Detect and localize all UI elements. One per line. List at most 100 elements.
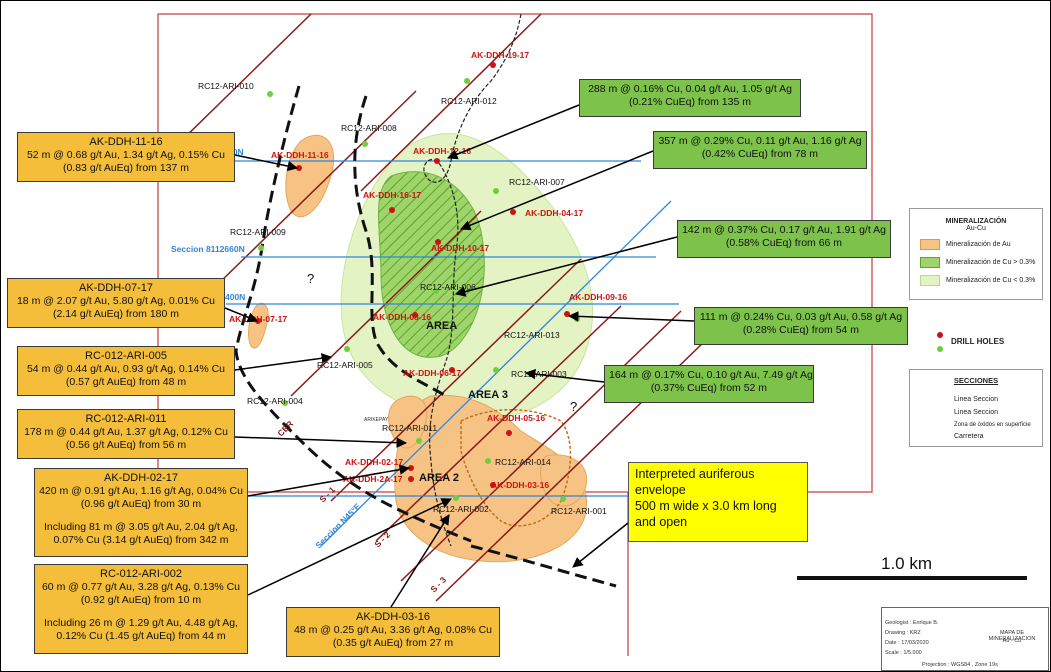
- callout-line: (0.96 g/t AuEq) from 30 m: [80, 498, 202, 510]
- callout-line: 288 m @ 0.16% Cu, 0.04 g/t Au, 1.05 g/t …: [588, 83, 792, 95]
- callout-cu-164m: 164 m @ 0.17% Cu, 0.10 g/t Au, 7.49 g/t …: [604, 365, 814, 403]
- callout-title: RC-012-ARI-011: [85, 413, 167, 425]
- legend-drillholes: DRILL HOLES: [923, 328, 1031, 362]
- interpretation-line: 500 m wide x 3.0 km long: [635, 499, 777, 513]
- label-area-3: AREA 3: [468, 389, 508, 401]
- callout-ddh-11-16: AK-DDH-11-16 52 m @ 0.68 g/t Au, 1.34 g/…: [17, 132, 235, 182]
- green-drillhole-marker-2: [267, 91, 273, 97]
- legend-section-item: Linea Seccion: [954, 409, 998, 416]
- label-ddh-16-17: AK-DDH-16-17: [363, 190, 421, 200]
- legend-item-label: Mineralización de Au: [946, 241, 1011, 248]
- road-south: [470, 544, 617, 588]
- label-rc-010: RC12-ARI-010: [198, 81, 254, 91]
- callout-rc-005: RC-012-ARI-005 54 m @ 0.44 g/t Au, 0.93 …: [17, 346, 235, 396]
- callout-title: RC-012-ARI-005: [85, 350, 167, 362]
- legend-title: MINERALIZACIÓN: [945, 218, 1007, 225]
- legend-section-item: Carretera: [954, 433, 984, 440]
- label-ddh-08-16: AK-DDH-08-16: [373, 312, 431, 322]
- green-drillhole-marker-13: [453, 495, 459, 501]
- callout-line: 54 m @ 0.44 g/t Au, 0.93 g/t Ag, 0.14% C…: [26, 363, 226, 375]
- label-rc-007: RC12-ARI-007: [509, 177, 565, 187]
- red-drillhole-marker-6: [435, 239, 441, 245]
- legend-item-cu-high: Mineralización de Cu > 0.3%: [920, 257, 1042, 268]
- label-ddh-19-17: AK-DDH-19-17: [471, 50, 529, 60]
- legend-section-item: Zona de óxidos en superficie: [954, 422, 1031, 428]
- legend-green-dot: [937, 346, 943, 352]
- callout-line: 48 m @ 0.25 g/t Au, 3.36 g/t Ag, 0.08% C…: [293, 624, 493, 636]
- callout-line: (0.21% CuEq) from 135 m: [629, 96, 751, 108]
- road-west: [234, 85, 472, 543]
- callout-line: 357 m @ 0.29% Cu, 0.11 g/t Au, 1.16 g/t …: [658, 135, 862, 147]
- green-drillhole-marker-11: [416, 438, 422, 444]
- label-rc-002: RC12-ARI-002: [433, 504, 489, 514]
- label-ddh-02-17: AK-DDH-02-17: [345, 457, 403, 467]
- label-rc-012: RC12-ARI-012: [441, 96, 497, 106]
- label-rc-009: RC12-ARI-009: [230, 227, 286, 237]
- label-ddh-03-16: AK-DDH-03-16: [491, 480, 549, 490]
- interpretation-line: Interpreted auriferous: [635, 467, 755, 481]
- label-rc-013: RC12-ARI-013: [504, 330, 560, 340]
- au-zone-east: [540, 454, 588, 507]
- label-section-s1: S - 1: [317, 484, 337, 504]
- red-drillhole-marker-4: [389, 207, 395, 213]
- legend-item-au: Mineralización de Au: [920, 239, 1042, 250]
- label-ddh-06-17: AK-DDH-06-17: [403, 368, 461, 378]
- label-section-8112660n: Seccion 8112660N: [171, 244, 245, 254]
- label-arikepay: ARIKEPAY: [364, 417, 389, 423]
- callout-ddh-02-17: AK-DDH-02-17 420 m @ 0.91 g/t Au, 1.16 g…: [34, 468, 248, 557]
- label-area-2: AREA 2: [419, 472, 459, 484]
- callout-ddh-07-17: AK-DDH-07-17 18 m @ 2.07 g/t Au, 5.80 g/…: [7, 278, 225, 328]
- callout-line: 18 m @ 2.07 g/t Au, 5.80 g/t Ag, 0.01% C…: [16, 295, 216, 307]
- title-block: Geologist : Enrique B. Drawing : KRZ Dat…: [881, 607, 1049, 671]
- callout-gap: [39, 607, 243, 617]
- callout-line: Including 26 m @ 1.29 g/t Au, 4.48 g/t A…: [44, 617, 238, 629]
- tb-scale: Scale : 1/5.000: [885, 650, 922, 656]
- swatch-cu-low: [920, 275, 940, 286]
- callout-title: AK-DDH-07-17: [79, 282, 153, 294]
- callout-gap: [39, 511, 243, 521]
- interpretation-line: envelope: [635, 483, 686, 497]
- red-drillhole-marker-10: [449, 367, 455, 373]
- label-area: AREA: [426, 320, 457, 332]
- swatch-au: [920, 239, 940, 250]
- callout-line: (2.14 g/t AuEq) from 180 m: [52, 308, 180, 320]
- legend-subtitle: Au-Cu: [966, 225, 986, 232]
- label-ddh-2a-17: AK-DDH-2A-17: [343, 474, 403, 484]
- callout-line: (0.56 g/t AuEq) from 56 m: [65, 439, 187, 451]
- callout-line: (0.28% CuEq) from 54 m: [742, 324, 860, 336]
- legend-sections: SECCIONES Linea Seccion Linea Seccion Zo…: [909, 369, 1043, 447]
- au-zone-ddh1116: [285, 134, 335, 218]
- label-rc-011: RC12-ARI-011: [382, 423, 437, 433]
- label-rc-008: RC12-ARI-008: [341, 123, 397, 133]
- green-drillhole-marker-9: [493, 367, 499, 373]
- callout-rc-011: RC-012-ARI-011 178 m @ 0.44 g/t Au, 1.37…: [17, 409, 235, 459]
- green-drillhole-marker-5: [258, 245, 264, 251]
- green-drillhole-marker-1: [464, 78, 470, 84]
- tb-geologist: Geologist : Enrique B.: [885, 620, 939, 626]
- tb-title: MAPA DE MINERALIZACION: [988, 630, 1036, 642]
- callout-cu-142m: 142 m @ 0.37% Cu, 0.17 g/t Au, 1.91 g/t …: [677, 220, 891, 258]
- callout-line: Including 81 m @ 3.05 g/t Au, 2.04 g/t A…: [44, 521, 238, 533]
- red-drillhole-marker-13: [408, 476, 414, 482]
- swatch-cu-high: [920, 257, 940, 268]
- label-ddh-05-16: AK-DDH-05-16: [487, 413, 545, 423]
- green-drillhole-markers: [258, 78, 580, 502]
- callout-cu-111m: 111 m @ 0.24% Cu, 0.03 g/t Au, 0.58 g/t …: [694, 307, 908, 345]
- legend-item-label: Mineralización de Cu > 0.3%: [946, 259, 1036, 266]
- green-drillhole-marker-6: [433, 288, 439, 294]
- label-section-00n: 00N: [228, 147, 244, 157]
- label-ddh-09-16: AK-DDH-09-16: [569, 292, 627, 302]
- callout-line: (0.83 g/t AuEq) from 137 m: [62, 162, 190, 174]
- label-ddh-04-17: AK-DDH-04-17: [525, 208, 583, 218]
- label-ddh-12-16: AK-DDH-12-16: [413, 146, 471, 156]
- road-thin: [423, 13, 522, 547]
- label-rc-005: RC12-ARI-005: [317, 360, 373, 370]
- legend-item-cu-low: Mineralización de Cu < 0.3%: [920, 275, 1042, 286]
- legend-mineralization: MINERALIZACIÓN Au-Cu Mineralización de A…: [909, 208, 1043, 300]
- green-drillhole-marker-4: [493, 188, 499, 194]
- label-section-s2: S - 2: [372, 529, 392, 549]
- label-rc-001: RC12-ARI-001: [551, 506, 607, 516]
- callout-line: 142 m @ 0.37% Cu, 0.17 g/t Au, 1.91 g/t …: [682, 224, 886, 236]
- au-zone-ddh0717: [248, 302, 269, 349]
